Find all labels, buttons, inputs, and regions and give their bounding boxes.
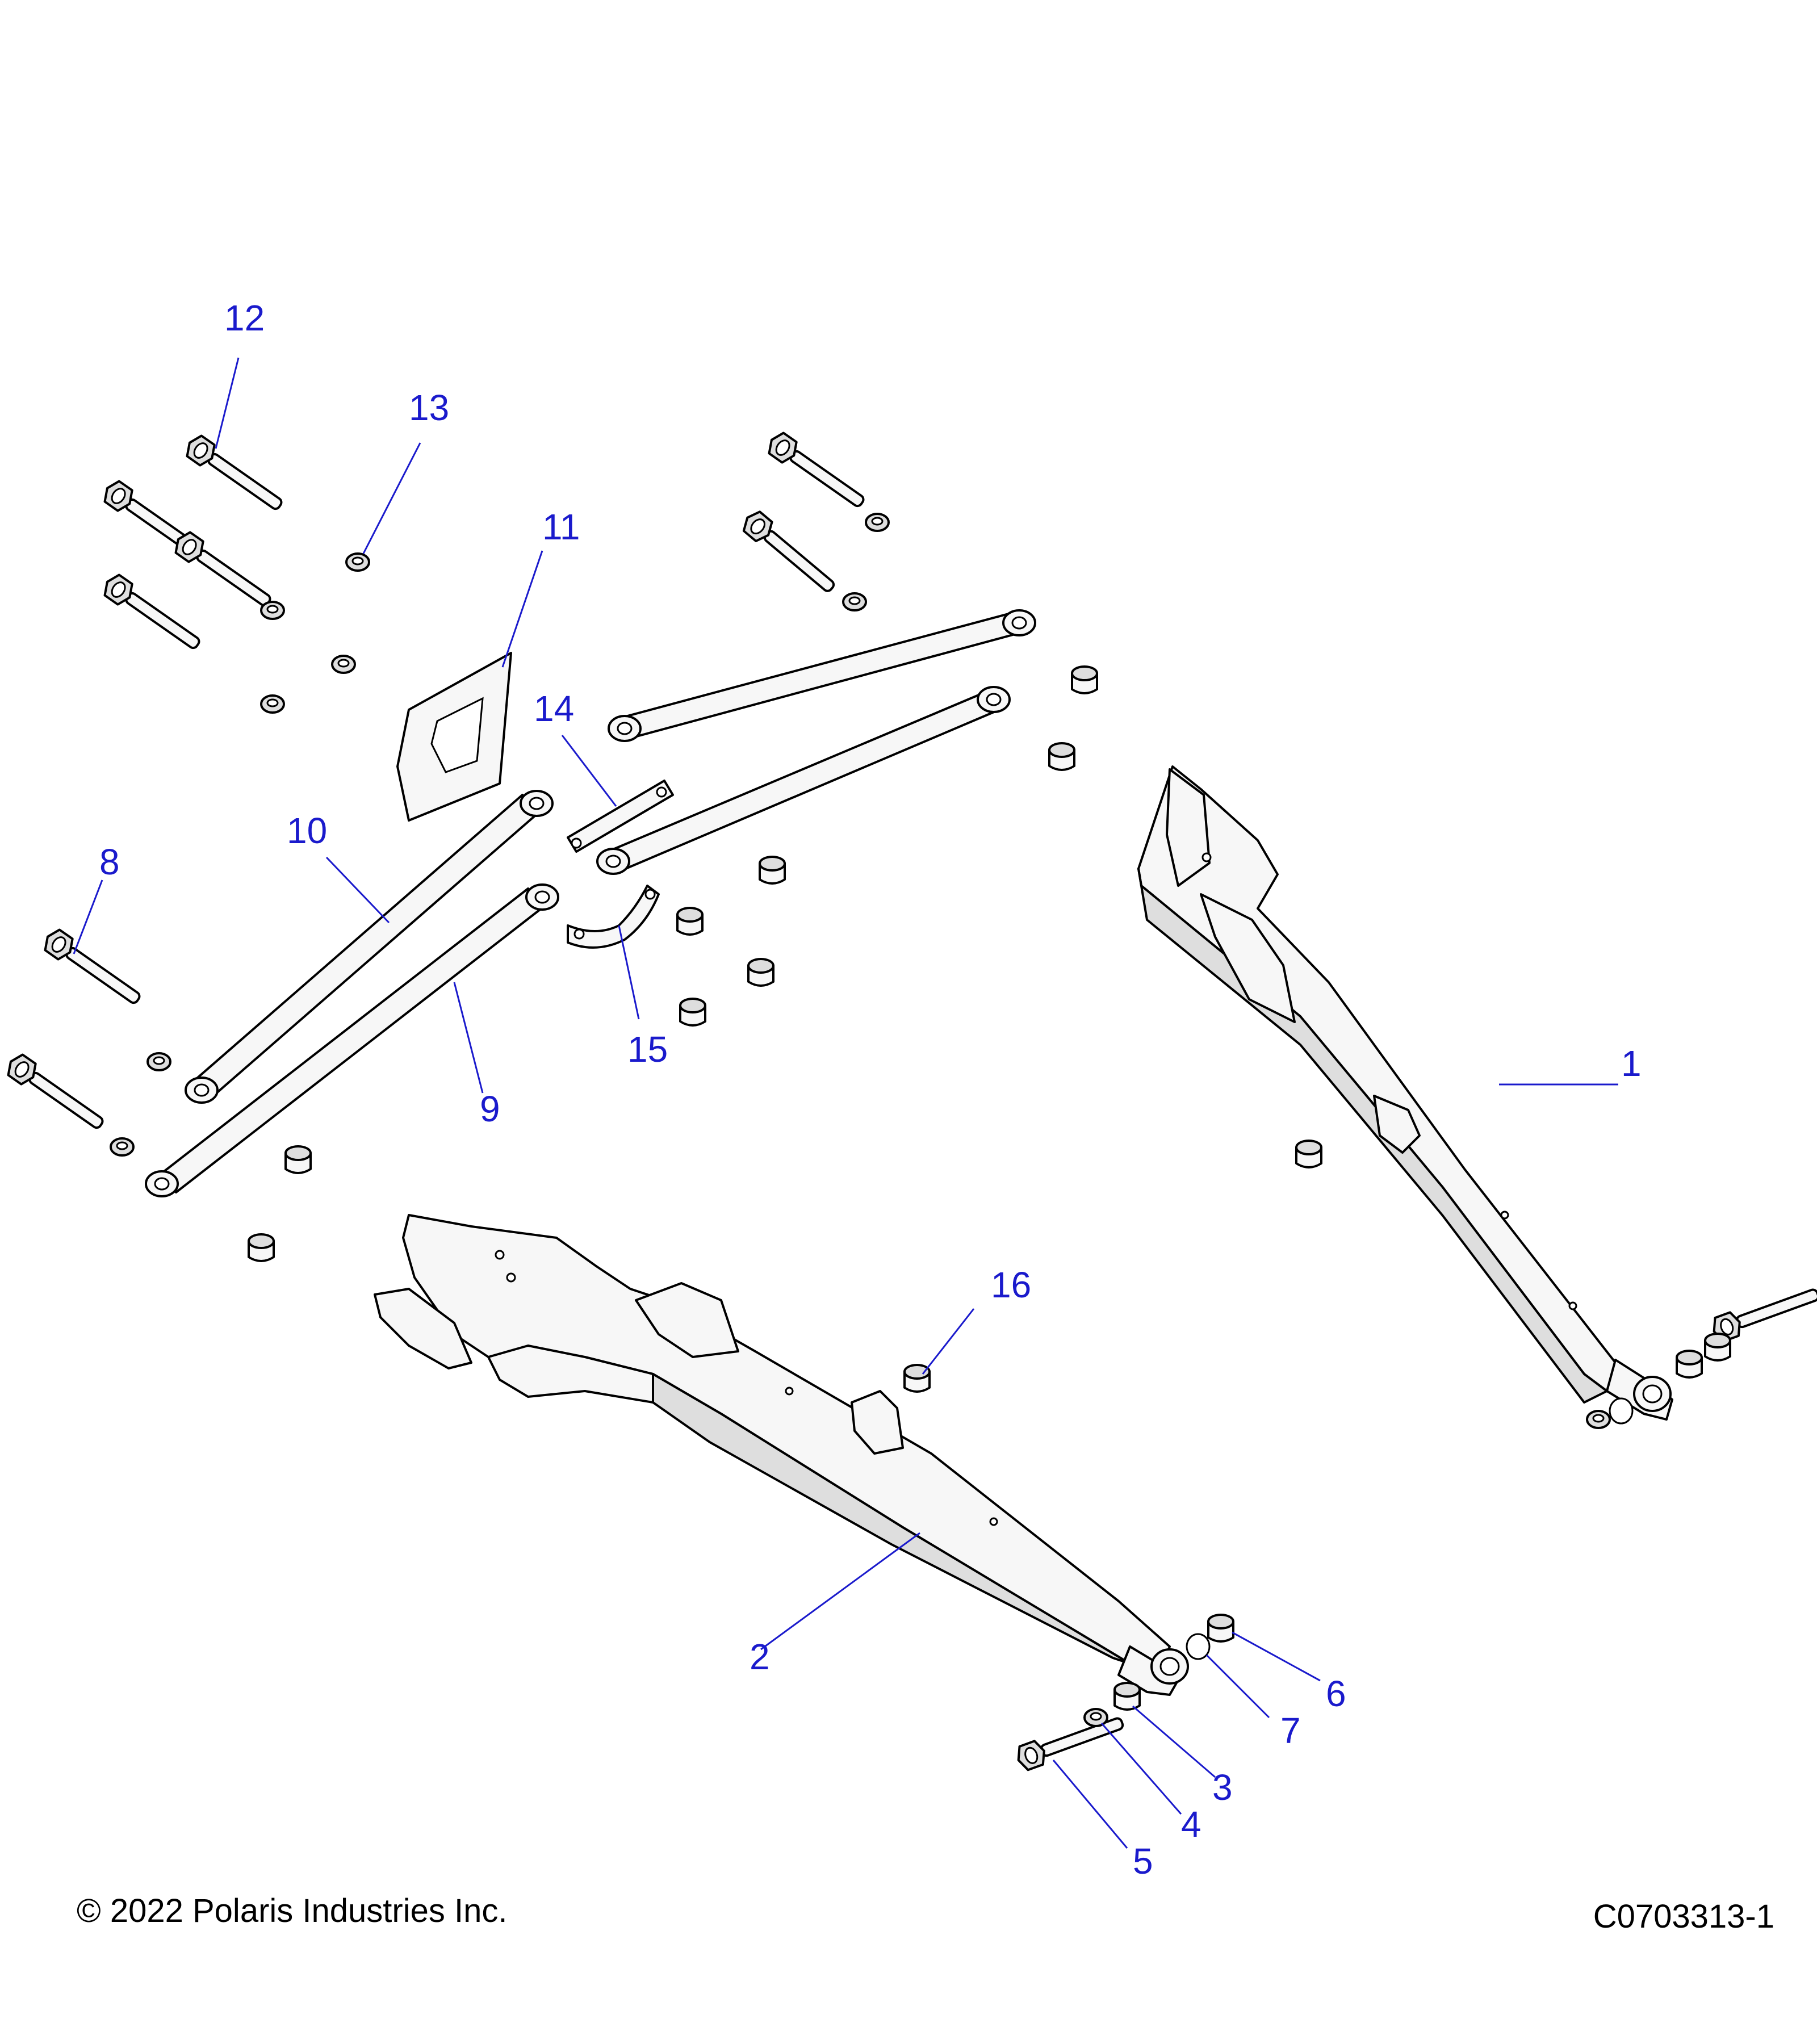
- bolt-e: [738, 506, 841, 600]
- callout-3: 3: [1212, 1767, 1233, 1808]
- snap-ring-b: [1609, 1397, 1634, 1425]
- callout-12: 12: [224, 298, 265, 338]
- bolt-12: [181, 431, 288, 518]
- link-bracket-15: [567, 885, 660, 949]
- bushing-3: [1113, 1682, 1141, 1711]
- bolt-c: [99, 570, 206, 657]
- callout-4: 4: [1181, 1804, 1201, 1845]
- callout-2: 2: [750, 1636, 770, 1677]
- nut-e: [842, 592, 867, 611]
- trailing-arm-right: [1137, 765, 1673, 1421]
- bushing-k: [1676, 1350, 1703, 1379]
- bushing-i: [1295, 1140, 1322, 1168]
- nut-13: [345, 552, 370, 572]
- bolt-5: [1013, 1710, 1128, 1773]
- nut-d: [865, 513, 890, 532]
- trailing-arm-left: [374, 1214, 1189, 1696]
- bushing-a: [1071, 665, 1098, 694]
- callout-15: 15: [627, 1029, 668, 1070]
- bolt-8: [39, 925, 146, 1012]
- nut-a: [260, 601, 285, 620]
- nut-g: [110, 1137, 135, 1157]
- bushing-j: [1704, 1333, 1731, 1362]
- callout-5: 5: [1133, 1841, 1153, 1882]
- bushing-c: [759, 856, 786, 885]
- bushing-b: [1048, 742, 1075, 771]
- callout-10: 10: [287, 810, 327, 851]
- snap-ring-7: [1186, 1633, 1211, 1660]
- washer-4: [1083, 1708, 1108, 1727]
- camber-link-lower: [596, 686, 1011, 875]
- radius-rod-lower-9: [145, 883, 559, 1197]
- bushing-e: [747, 958, 774, 987]
- bushing-d: [676, 907, 704, 936]
- leader-lines: [73, 357, 1618, 1849]
- copyright-text: © 2022 Polaris Industries Inc.: [77, 1892, 507, 1929]
- bushing-h: [248, 1233, 275, 1262]
- nut-b: [331, 655, 356, 674]
- bolt-b: [170, 527, 277, 614]
- callout-16: 16: [991, 1264, 1031, 1305]
- callout-1: 1: [1621, 1043, 1642, 1084]
- callout-11: 11: [542, 506, 580, 547]
- callout-14: 14: [534, 688, 574, 729]
- mounting-bracket-11: [396, 652, 512, 822]
- bolt-f: [2, 1050, 110, 1137]
- washer-h: [1586, 1410, 1611, 1429]
- bushing-f: [679, 998, 706, 1027]
- radius-rod-upper-10: [185, 790, 554, 1104]
- callout-13: 13: [409, 387, 449, 428]
- camber-link-upper: [608, 609, 1036, 742]
- nut-f: [146, 1052, 171, 1071]
- callout-9: 9: [480, 1088, 500, 1129]
- bushing-g: [284, 1145, 312, 1174]
- figure-id: C0703313-1: [1593, 1898, 1774, 1935]
- bolt-d: [763, 428, 870, 515]
- callout-labels: 1 2 3 4 5 6 7 8 9 10 11 12 13 14 15 16: [99, 298, 1642, 1882]
- link-bracket-14: [567, 780, 674, 853]
- nut-c: [260, 694, 285, 714]
- bushing-6: [1207, 1614, 1234, 1643]
- callout-8: 8: [99, 841, 120, 882]
- callout-6: 6: [1326, 1673, 1346, 1714]
- bolt-g: [1709, 1281, 1817, 1344]
- callout-7: 7: [1280, 1710, 1301, 1751]
